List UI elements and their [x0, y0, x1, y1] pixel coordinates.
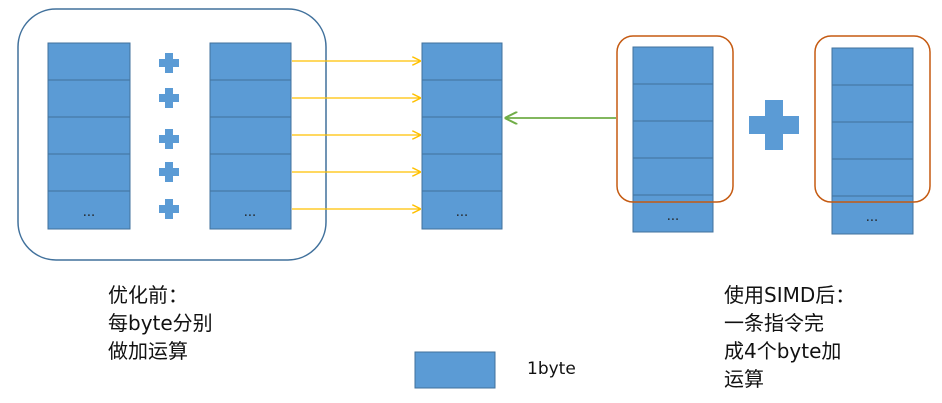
- before-caption-line: 每byte分别: [108, 311, 213, 335]
- result-cell-2: [421, 79, 503, 118]
- simd-a-cell-2: [632, 83, 714, 122]
- operand-a-cell-1: [47, 42, 131, 81]
- plus-icon: [159, 88, 179, 108]
- before-caption-line: 优化前：: [108, 283, 188, 307]
- simd-b-cell-4: [831, 158, 914, 197]
- simd-b-cell-3: [831, 121, 914, 160]
- result-cell-4: [421, 153, 503, 192]
- simd-a-cell-3: [632, 120, 714, 159]
- result-cell-3: [421, 116, 503, 155]
- simd-a-highlight: [616, 35, 734, 203]
- legend-label: 1byte: [527, 359, 576, 379]
- result-column: ...: [421, 42, 503, 230]
- operand-a-cell-4: [47, 153, 131, 192]
- after-caption: 使用SIMD后： 一条指令完 成4个byte加 运算: [724, 281, 855, 393]
- after-caption-line: 使用SIMD后：: [724, 283, 856, 307]
- plus-icon: [159, 199, 179, 219]
- result-cell-5: [421, 190, 503, 230]
- simd-register-a: ...: [616, 35, 734, 233]
- operand-a-cell-5: [47, 190, 131, 230]
- operand-a-cell-3: [47, 116, 131, 155]
- result-cell-1: [421, 42, 503, 81]
- plus-icon: [159, 129, 179, 149]
- after-caption-line: 成4个byte加: [724, 339, 842, 363]
- result-ellipsis: ...: [456, 205, 468, 220]
- operand-a-column: ...: [47, 42, 131, 230]
- operand-b-cell-3: [209, 116, 292, 155]
- plus-icons-before: [159, 53, 179, 219]
- operand-b-cell-4: [209, 153, 292, 192]
- operand-b-column: ...: [209, 42, 292, 230]
- operand-a-ellipsis: ...: [83, 205, 95, 220]
- plus-icon: [159, 53, 179, 73]
- simd-b-cell-2: [831, 84, 914, 123]
- simd-b-highlight: [814, 35, 931, 203]
- before-caption: 优化前： 每byte分别 做加运算: [108, 281, 213, 365]
- operand-b-cell-5: [209, 190, 292, 230]
- operand-b-cell-1: [209, 42, 292, 81]
- after-caption-line: 一条指令完: [724, 311, 824, 335]
- simd-a-cell-4: [632, 157, 714, 196]
- simd-a-cell-5: [632, 194, 714, 233]
- operand-a-cell-2: [47, 79, 131, 118]
- legend-swatch: [414, 351, 496, 389]
- simd-a-cell-1: [632, 46, 714, 85]
- per-byte-arrows: [292, 61, 420, 209]
- before-caption-line: 做加运算: [108, 339, 188, 363]
- after-caption-line: 运算: [724, 367, 764, 391]
- plus-icon: [749, 100, 799, 150]
- simd-register-b: ...: [814, 35, 931, 235]
- operand-b-cell-2: [209, 79, 292, 118]
- simd-b-ellipsis: ...: [866, 210, 878, 225]
- simd-a-ellipsis: ...: [667, 209, 679, 224]
- simd-b-cell-1: [831, 47, 914, 86]
- plus-icon: [159, 162, 179, 182]
- operand-b-ellipsis: ...: [244, 205, 256, 220]
